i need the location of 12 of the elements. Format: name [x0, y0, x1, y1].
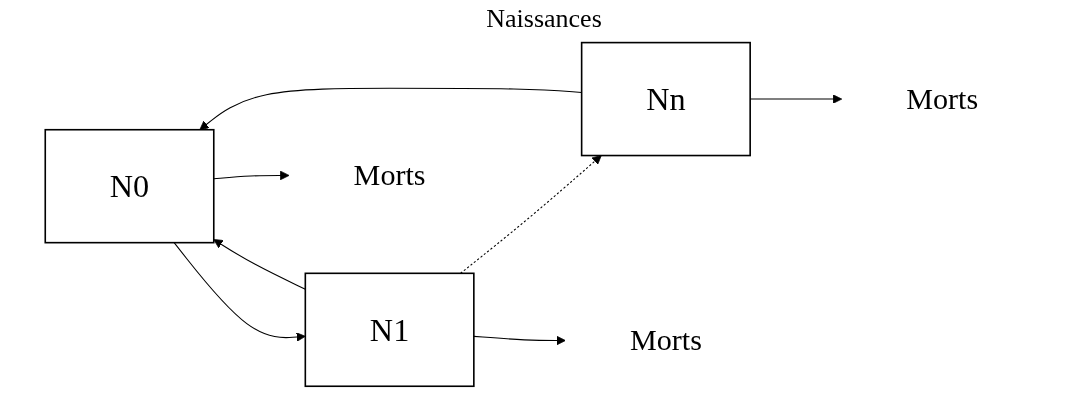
arrow: [213, 170, 290, 181]
arrow: [473, 335, 566, 346]
node-text: Morts: [629, 323, 702, 357]
node-text: Morts: [353, 158, 426, 192]
node-text: Morts: [906, 81, 979, 116]
arrow: [459, 155, 602, 274]
arrow: [173, 242, 306, 342]
arrow: [213, 239, 306, 290]
node-box: N1: [304, 272, 475, 388]
node-box: Nn: [580, 41, 751, 157]
node-box: N0: [44, 128, 215, 244]
annotation-label: Naissances: [486, 4, 602, 34]
